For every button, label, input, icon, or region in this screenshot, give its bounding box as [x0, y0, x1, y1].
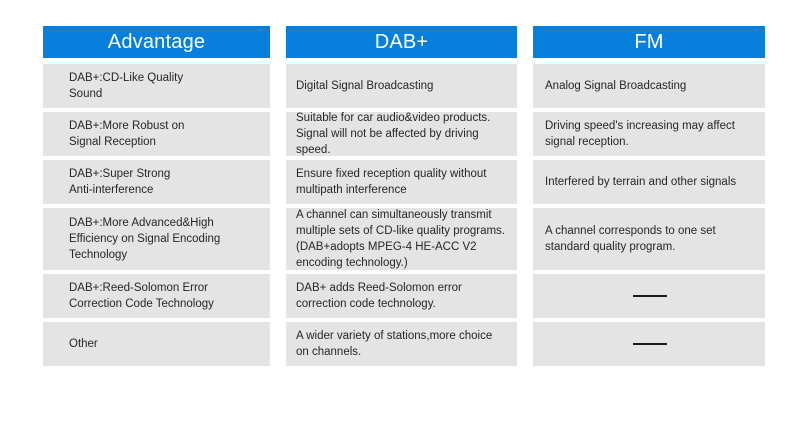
cell-dab-plus-2: Ensure fixed reception quality without m… — [286, 160, 517, 204]
cell-advantage-5: Other — [43, 322, 270, 366]
column-fm: FM Analog Signal Broadcasting Driving sp… — [533, 26, 765, 370]
cell-text: DAB+:Reed-Solomon Error Correction Code … — [69, 282, 214, 310]
cell-text: Ensure fixed reception quality without m… — [296, 168, 487, 196]
cell-advantage-3: DAB+:More Advanced&High Efficiency on Si… — [43, 208, 270, 270]
em-dash-icon — [633, 295, 667, 297]
cell-text: Analog Signal Broadcasting — [545, 80, 687, 92]
cell-text: Suitable for car audio&video products. S… — [296, 112, 491, 156]
cell-fm-1: Driving speed's increasing may affect si… — [533, 112, 765, 156]
cell-text: A channel corresponds to one set standar… — [545, 225, 716, 253]
cell-text: Interfered by terrain and other signals — [545, 176, 737, 188]
cell-text: A wider variety of stations,more choice … — [296, 330, 493, 358]
cell-advantage-0: DAB+:CD-Like Quality Sound — [43, 64, 270, 108]
cell-text: A channel can simultaneously transmit mu… — [296, 209, 505, 269]
comparison-table: Advantage DAB+:CD-Like Quality Sound DAB… — [43, 26, 765, 370]
cell-text: Other — [69, 338, 98, 350]
column-advantage: Advantage DAB+:CD-Like Quality Sound DAB… — [43, 26, 270, 370]
cell-fm-4 — [533, 274, 765, 318]
cell-fm-5 — [533, 322, 765, 366]
cell-dab-plus-5: A wider variety of stations,more choice … — [286, 322, 517, 366]
column-dab-plus: DAB+ Digital Signal Broadcasting Suitabl… — [286, 26, 517, 370]
em-dash-icon — [633, 343, 667, 345]
cell-dab-plus-4: DAB+ adds Reed-Solomon error correction … — [286, 274, 517, 318]
cell-dab-plus-0: Digital Signal Broadcasting — [286, 64, 517, 108]
cell-fm-0: Analog Signal Broadcasting — [533, 64, 765, 108]
cell-text: DAB+:CD-Like Quality Sound — [69, 72, 184, 100]
cell-fm-2: Interfered by terrain and other signals — [533, 160, 765, 204]
cell-dab-plus-3: A channel can simultaneously transmit mu… — [286, 208, 517, 270]
cell-text: DAB+:More Robust on Signal Reception — [69, 120, 185, 148]
cell-advantage-1: DAB+:More Robust on Signal Reception — [43, 112, 270, 156]
column-header-advantage: Advantage — [43, 26, 270, 58]
cell-text: DAB+ adds Reed-Solomon error correction … — [296, 282, 462, 310]
cell-advantage-4: DAB+:Reed-Solomon Error Correction Code … — [43, 274, 270, 318]
cell-text: DAB+:More Advanced&High Efficiency on Si… — [69, 217, 221, 261]
column-header-dab-plus: DAB+ — [286, 26, 517, 58]
cell-advantage-2: DAB+:Super Strong Anti-interference — [43, 160, 270, 204]
cell-fm-3: A channel corresponds to one set standar… — [533, 208, 765, 270]
cell-text: DAB+:Super Strong Anti-interference — [69, 168, 171, 196]
cell-text: Digital Signal Broadcasting — [296, 80, 434, 92]
column-header-fm: FM — [533, 26, 765, 58]
cell-dab-plus-1: Suitable for car audio&video products. S… — [286, 112, 517, 156]
cell-text: Driving speed's increasing may affect si… — [545, 120, 735, 148]
